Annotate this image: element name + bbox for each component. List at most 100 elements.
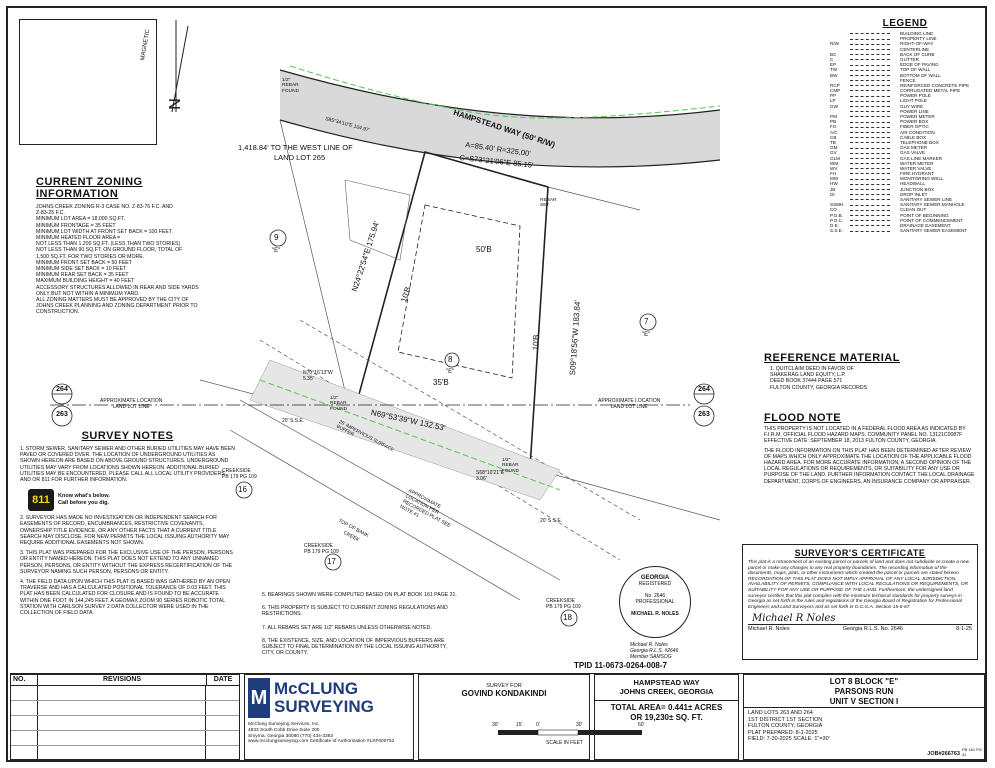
legend-symbol-icon [850, 124, 900, 129]
legend-symbol-icon [850, 202, 900, 207]
neighbor-lot-lines [199, 119, 721, 601]
legend-symbol-icon [850, 98, 900, 103]
signature: Michael R Noles [752, 613, 836, 625]
legend-symbol-icon [850, 47, 900, 52]
legend-symbol-icon [850, 73, 900, 78]
legend-item: FENCE [830, 78, 980, 83]
zoning-line: MINIMUM LOT AREA = 18,000 SQ.FT. [36, 216, 126, 223]
bottom-note: 5. BEARINGS SHOWN WERE COMPUTED BASED ON… [262, 592, 457, 598]
zoning-line: ALL ZONING MATTERS MUST BE APPROVED BY T… [36, 297, 189, 304]
bottom-note: 8. THE EXISTENCE, SIZE, AND LOCATION OF … [262, 637, 447, 657]
drawing-border [6, 6, 987, 762]
lot-info-line: FULTON COUNTY, GEORGIA [748, 723, 823, 730]
zoning-line: MINIMUM FRONT SET BACK = 50 FEET [36, 259, 132, 266]
zoning-line: MINIMUM SIDE SET BACK = 10 FEET [36, 266, 127, 273]
rebar-found-nw: 1/2" REBAR FOUND [282, 78, 300, 94]
lot-17-label: 17 [327, 557, 336, 566]
legend-item: D.E.DRAINAGE EASEMENT [830, 222, 951, 228]
legend-symbol-icon [850, 166, 900, 171]
legend-symbol-icon [850, 150, 900, 155]
legend-symbol-icon [850, 31, 900, 36]
legend-symbol-icon [850, 176, 900, 181]
call-811-badge: 811 Know what's below. Call before you d… [28, 489, 235, 512]
legend-symbol-icon [850, 192, 900, 197]
zoning-line: 1,500 SQ.FT. FOR TWO STORIES OR MORE. [36, 253, 145, 260]
location-block: HAMPSTEAD WAY JOHNS CREEK, GEORGIA TOTAL… [594, 674, 739, 760]
survey-notes: SURVEY NOTES 1. STORM SEWER, SANITARY SE… [20, 430, 235, 616]
legend-item: SANITARY SEWER LINE [830, 197, 980, 202]
legend-symbol-icon [850, 187, 900, 192]
company-address-line: Smyrna, Georgia 30080 (770) 434-3383 [248, 733, 334, 739]
legend-symbol-icon [850, 218, 900, 223]
lot-7-block: "E" [642, 332, 651, 338]
legend-symbol-icon [850, 135, 900, 140]
lot-info-line: LAND LOTS 263 AND 264 [748, 710, 813, 716]
sse-label-west: 20' S.S.E. [282, 418, 305, 424]
note-3: 3. THIS PLAT WAS PREPARED FOR THE EXCLUS… [20, 550, 233, 575]
sse-label-east: 20' S.S.E. [540, 518, 563, 524]
legend-symbol-icon [850, 181, 900, 186]
setback-side-east: 10'B [530, 334, 541, 351]
legend-item: BUILDING LINE [830, 31, 980, 36]
north-label: N [166, 98, 184, 110]
company-logo: M McCLUNG SURVEYING [248, 678, 410, 718]
note-4: 4. THE FIELD DATA UPON WHICH THIS PLAT I… [20, 579, 231, 617]
lot-7-label: 7 [644, 317, 649, 326]
rebar-set-ne: REBAR SET [540, 198, 557, 209]
bottom-note: 7. ALL REBARS SET ARE 1/2" REBARS UNLESS… [262, 624, 432, 631]
legend-symbol-icon [850, 109, 900, 114]
legend-item: CENTERLINE [830, 47, 980, 52]
company-address-line: www.mcclungsurveying.com Certificate of … [248, 739, 395, 745]
impervious-buffer [249, 359, 561, 501]
legend-symbol-icon [850, 145, 900, 150]
zoning-line: MAXIMUM BUILDING HEIGHT = 40 FEET [36, 278, 135, 285]
zoning-line: JOHNS CREEK ZONING R-3 CASE NO. Z-83-76 … [36, 204, 173, 210]
zoning-line: MINIMUM REAR SET BACK = 35 FEET [36, 272, 129, 279]
title-block: NO. REVISIONS DATE M McCLUNG SURVEYING M… [10, 673, 985, 761]
west-line-label: 1,418.84' TO THE WEST LINE OF LAND LOT 2… [238, 143, 353, 162]
legend-symbol-icon [850, 213, 900, 218]
company-address-line: McClung Surveying Services, Inc. [248, 722, 320, 727]
survey-for-block: SURVEY FOR GOVIND KONDAKINDI [418, 674, 590, 760]
logo-mark-icon: M [248, 678, 270, 718]
zoning-line: Z-83-25 F.C. [36, 210, 65, 217]
lot-9-block: "E" [272, 248, 281, 254]
legend-symbol-icon [850, 88, 900, 93]
legend-symbol-icon [850, 130, 900, 135]
zoning-line: MINIMUM HEATED FLOOR AREA = [36, 235, 121, 242]
legend-symbol-icon [850, 114, 900, 119]
setback-rear: 35'B [433, 378, 449, 387]
reference-line: FULTON COUNTY, GEORGIA RECORDS [770, 384, 868, 391]
zoning-info: CURRENT ZONING INFORMATION JOHNS CREEK Z… [36, 176, 226, 316]
surveyor-seal: GEORGIA REGISTERED No. 2646 PROFESSIONAL… [619, 566, 691, 638]
vicinity-map-box [19, 19, 157, 145]
legend-symbol-icon [850, 78, 900, 83]
badge-811-icon: 811 [28, 489, 54, 512]
lot-info-line: PLAT PREPARED: 8-1-2025 [748, 729, 818, 736]
lot-info-line: FIELD: 7-30-2025 SCALE: 1"=30' [748, 736, 830, 743]
lot-9-label: 9 [274, 233, 279, 242]
zoning-title: CURRENT ZONING INFORMATION [36, 176, 143, 200]
zoning-line: MINIMUM FRONTAGE = 35 FEET [36, 222, 116, 229]
note-1: 1. STORM SEWER, SANITARY SEWER AND OTHER… [20, 446, 235, 484]
setback-front: 50'B [476, 245, 492, 254]
